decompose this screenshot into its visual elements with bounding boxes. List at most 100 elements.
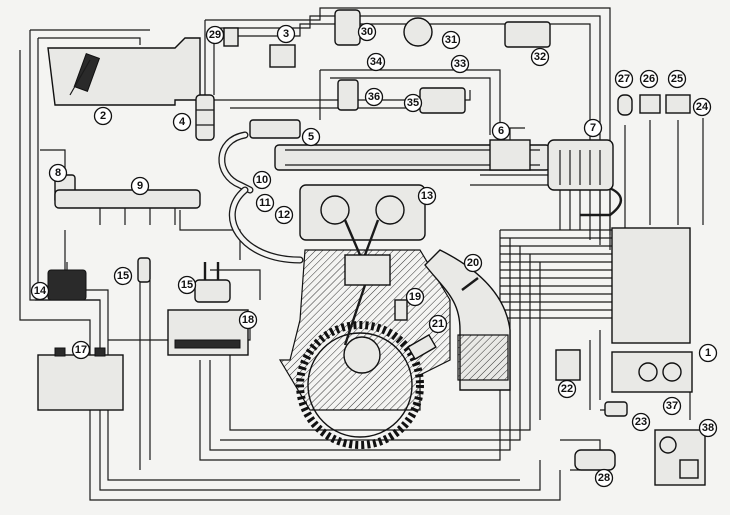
label-18: 18 (238, 310, 258, 330)
svg-text:26: 26 (643, 73, 655, 85)
label-32: 32 (530, 47, 550, 67)
label-24: 24 (692, 97, 712, 117)
module-32 (504, 21, 551, 48)
svg-text:36: 36 (368, 91, 380, 103)
svg-text:35: 35 (407, 97, 419, 109)
label-11: 11 (255, 193, 275, 213)
label-13: 13 (417, 186, 437, 206)
valve-30 (334, 9, 361, 46)
sensor-22 (555, 349, 581, 381)
label-23: 23 (631, 412, 651, 432)
svg-text:12: 12 (278, 209, 290, 221)
sensor-27 (617, 94, 633, 116)
svg-text:25: 25 (671, 73, 683, 85)
flywheel (296, 321, 424, 449)
svg-text:37: 37 (666, 400, 678, 412)
label-27: 27 (614, 69, 634, 89)
label-37: 37 (662, 396, 682, 416)
fuel-rail (54, 189, 201, 209)
svg-text:24: 24 (696, 101, 709, 113)
components (35, 9, 706, 486)
label-8: 8 (48, 163, 68, 183)
label-21: 21 (428, 314, 448, 334)
svg-text:13: 13 (421, 190, 433, 202)
idle-valve (249, 119, 301, 139)
label-15-left: 15 (113, 266, 133, 286)
label-17: 17 (71, 340, 91, 360)
label-4: 4 (172, 112, 192, 132)
label-26: 26 (639, 69, 659, 89)
sensor-19 (394, 299, 408, 321)
label-36: 36 (364, 87, 384, 107)
svg-text:19: 19 (409, 291, 421, 303)
svg-text:23: 23 (635, 416, 647, 428)
svg-text:3: 3 (283, 28, 289, 40)
label-30: 30 (357, 22, 377, 42)
label-15-right: 15 (177, 275, 197, 295)
valve-36 (337, 79, 359, 111)
svg-text:14: 14 (34, 285, 47, 297)
label-2: 2 (93, 106, 113, 126)
label-38: 38 (698, 418, 718, 438)
svg-text:17: 17 (75, 344, 87, 356)
svg-text:4: 4 (179, 116, 186, 128)
label-22: 22 (557, 379, 577, 399)
label-9: 9 (130, 176, 150, 196)
cylinder-head (299, 184, 426, 241)
label-31: 31 (441, 30, 461, 50)
sensor-15 (194, 279, 231, 303)
label-7: 7 (583, 118, 603, 138)
svg-text:27: 27 (618, 73, 630, 85)
svg-text:34: 34 (370, 56, 383, 68)
airflow-meter (489, 139, 531, 171)
sensor-3 (269, 44, 296, 68)
svg-text:22: 22 (561, 383, 573, 395)
svg-text:28: 28 (598, 472, 610, 484)
relay-left (137, 257, 151, 283)
label-35: 35 (403, 93, 423, 113)
label-34: 34 (366, 52, 386, 72)
fuel-filter (195, 94, 215, 141)
battery (37, 354, 124, 411)
label-33: 33 (450, 54, 470, 74)
label-19: 19 (405, 287, 425, 307)
label-3: 3 (276, 24, 296, 44)
sensor-21 (407, 333, 437, 361)
svg-text:8: 8 (55, 167, 61, 179)
svg-text:33: 33 (454, 58, 466, 70)
svg-text:31: 31 (445, 34, 457, 46)
svg-text:38: 38 (702, 422, 714, 434)
sensor-23 (604, 401, 628, 417)
valve-31 (403, 17, 433, 47)
svg-text:1: 1 (705, 347, 711, 359)
svg-text:15: 15 (181, 279, 193, 291)
callout-labels: 1 2 3 4 5 6 7 8 9 10 11 12 13 14 15 15 1… (30, 22, 718, 488)
svg-text:15: 15 (117, 270, 129, 282)
svg-text:10: 10 (256, 174, 268, 186)
label-1: 1 (698, 343, 718, 363)
ignition-coil (47, 269, 87, 301)
svg-text:21: 21 (432, 318, 444, 330)
sensor-26 (639, 94, 661, 114)
svg-text:7: 7 (590, 122, 596, 134)
label-25: 25 (667, 69, 687, 89)
valve-35 (419, 87, 466, 114)
svg-text:6: 6 (498, 125, 504, 137)
svg-text:18: 18 (242, 314, 254, 326)
svg-text:20: 20 (467, 257, 479, 269)
label-28: 28 (594, 468, 614, 488)
switch-29 (223, 27, 239, 47)
air-intake-pipes (218, 131, 623, 264)
sensor-28 (574, 449, 616, 471)
label-10: 10 (252, 170, 272, 190)
svg-text:9: 9 (137, 180, 143, 192)
label-12: 12 (274, 205, 294, 225)
svg-text:29: 29 (209, 29, 221, 41)
label-20: 20 (463, 253, 483, 273)
label-14: 14 (30, 281, 50, 301)
ecu (611, 227, 691, 344)
svg-text:32: 32 (534, 51, 546, 63)
svg-text:11: 11 (259, 197, 271, 209)
svg-text:2: 2 (100, 110, 106, 122)
